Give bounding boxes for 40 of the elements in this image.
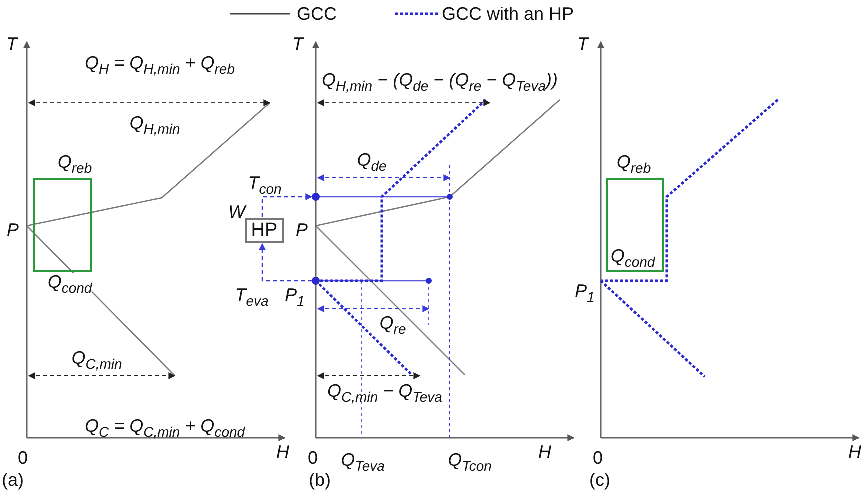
quantity-label: Q$_{H,min}$ — [130, 114, 180, 136]
legend-label: GCC with an HP — [442, 5, 574, 23]
point-label: P — [7, 221, 19, 239]
point-marker — [312, 193, 320, 201]
axis-label: H — [538, 443, 552, 461]
quantity-label: Q$_{reb}$ — [58, 153, 92, 175]
temperature-label: T$_{con}$ — [248, 174, 282, 196]
panel-label: (a) — [2, 471, 24, 489]
quantity-label: W — [228, 203, 246, 221]
quantity-label: Q$_{Teva}$ — [341, 451, 385, 473]
legend-label: GCC — [297, 5, 337, 23]
temperature-label: T$_{eva}$ — [235, 286, 269, 308]
quantity-label: Q$_{cond}$ — [610, 247, 656, 269]
axis-label: T — [578, 35, 588, 53]
quantity-label: Q$_{re}$ — [380, 314, 406, 336]
axis-tick-label: 0 — [593, 449, 603, 467]
panel-label: (c) — [590, 471, 610, 489]
axis-label: T — [6, 35, 18, 53]
point-marker — [312, 277, 320, 285]
axis-label: H — [848, 443, 862, 461]
quantity-label: Q$_{Tcon}$ — [448, 451, 492, 473]
quantity-label: Q$_{C,min}$ — [72, 349, 122, 371]
equation-label: Q$_{C,min}$ − Q$_{Teva}$ — [328, 382, 442, 404]
axis-tick-label: 0 — [308, 449, 318, 467]
quantity-label: Q$_{reb}$ — [616, 153, 652, 175]
quantity-label: Q$_{de}$ — [357, 151, 387, 173]
heat-pump-box: HP — [245, 218, 284, 243]
axis-label: T — [292, 35, 304, 53]
equation-label: Q$_{C}$ = Q$_{C,min}$ + Q$_{cond}$ — [84, 417, 246, 439]
panel-label: (b) — [309, 471, 331, 489]
equation-label: Q$_{H,min}$ − (Q$_{de}$ − (Q$_{re}$ − Q$_{Teva}$)) — [322, 71, 558, 93]
equation-label: Q$_{H}$ = Q$_{H,min}$ + Q$_{reb}$ — [85, 54, 235, 76]
point-label: P — [296, 221, 308, 239]
quantity-label: Q$_{cond}$ — [48, 273, 92, 295]
axis-tick-label: 0 — [18, 449, 28, 467]
point-label: P$_{1}$ — [285, 286, 305, 308]
axis-label: H — [276, 443, 290, 461]
dashed-arrow — [262, 194, 313, 217]
dashed-arrow — [259, 243, 312, 282]
point-label: P$_{1}$ — [575, 282, 595, 304]
